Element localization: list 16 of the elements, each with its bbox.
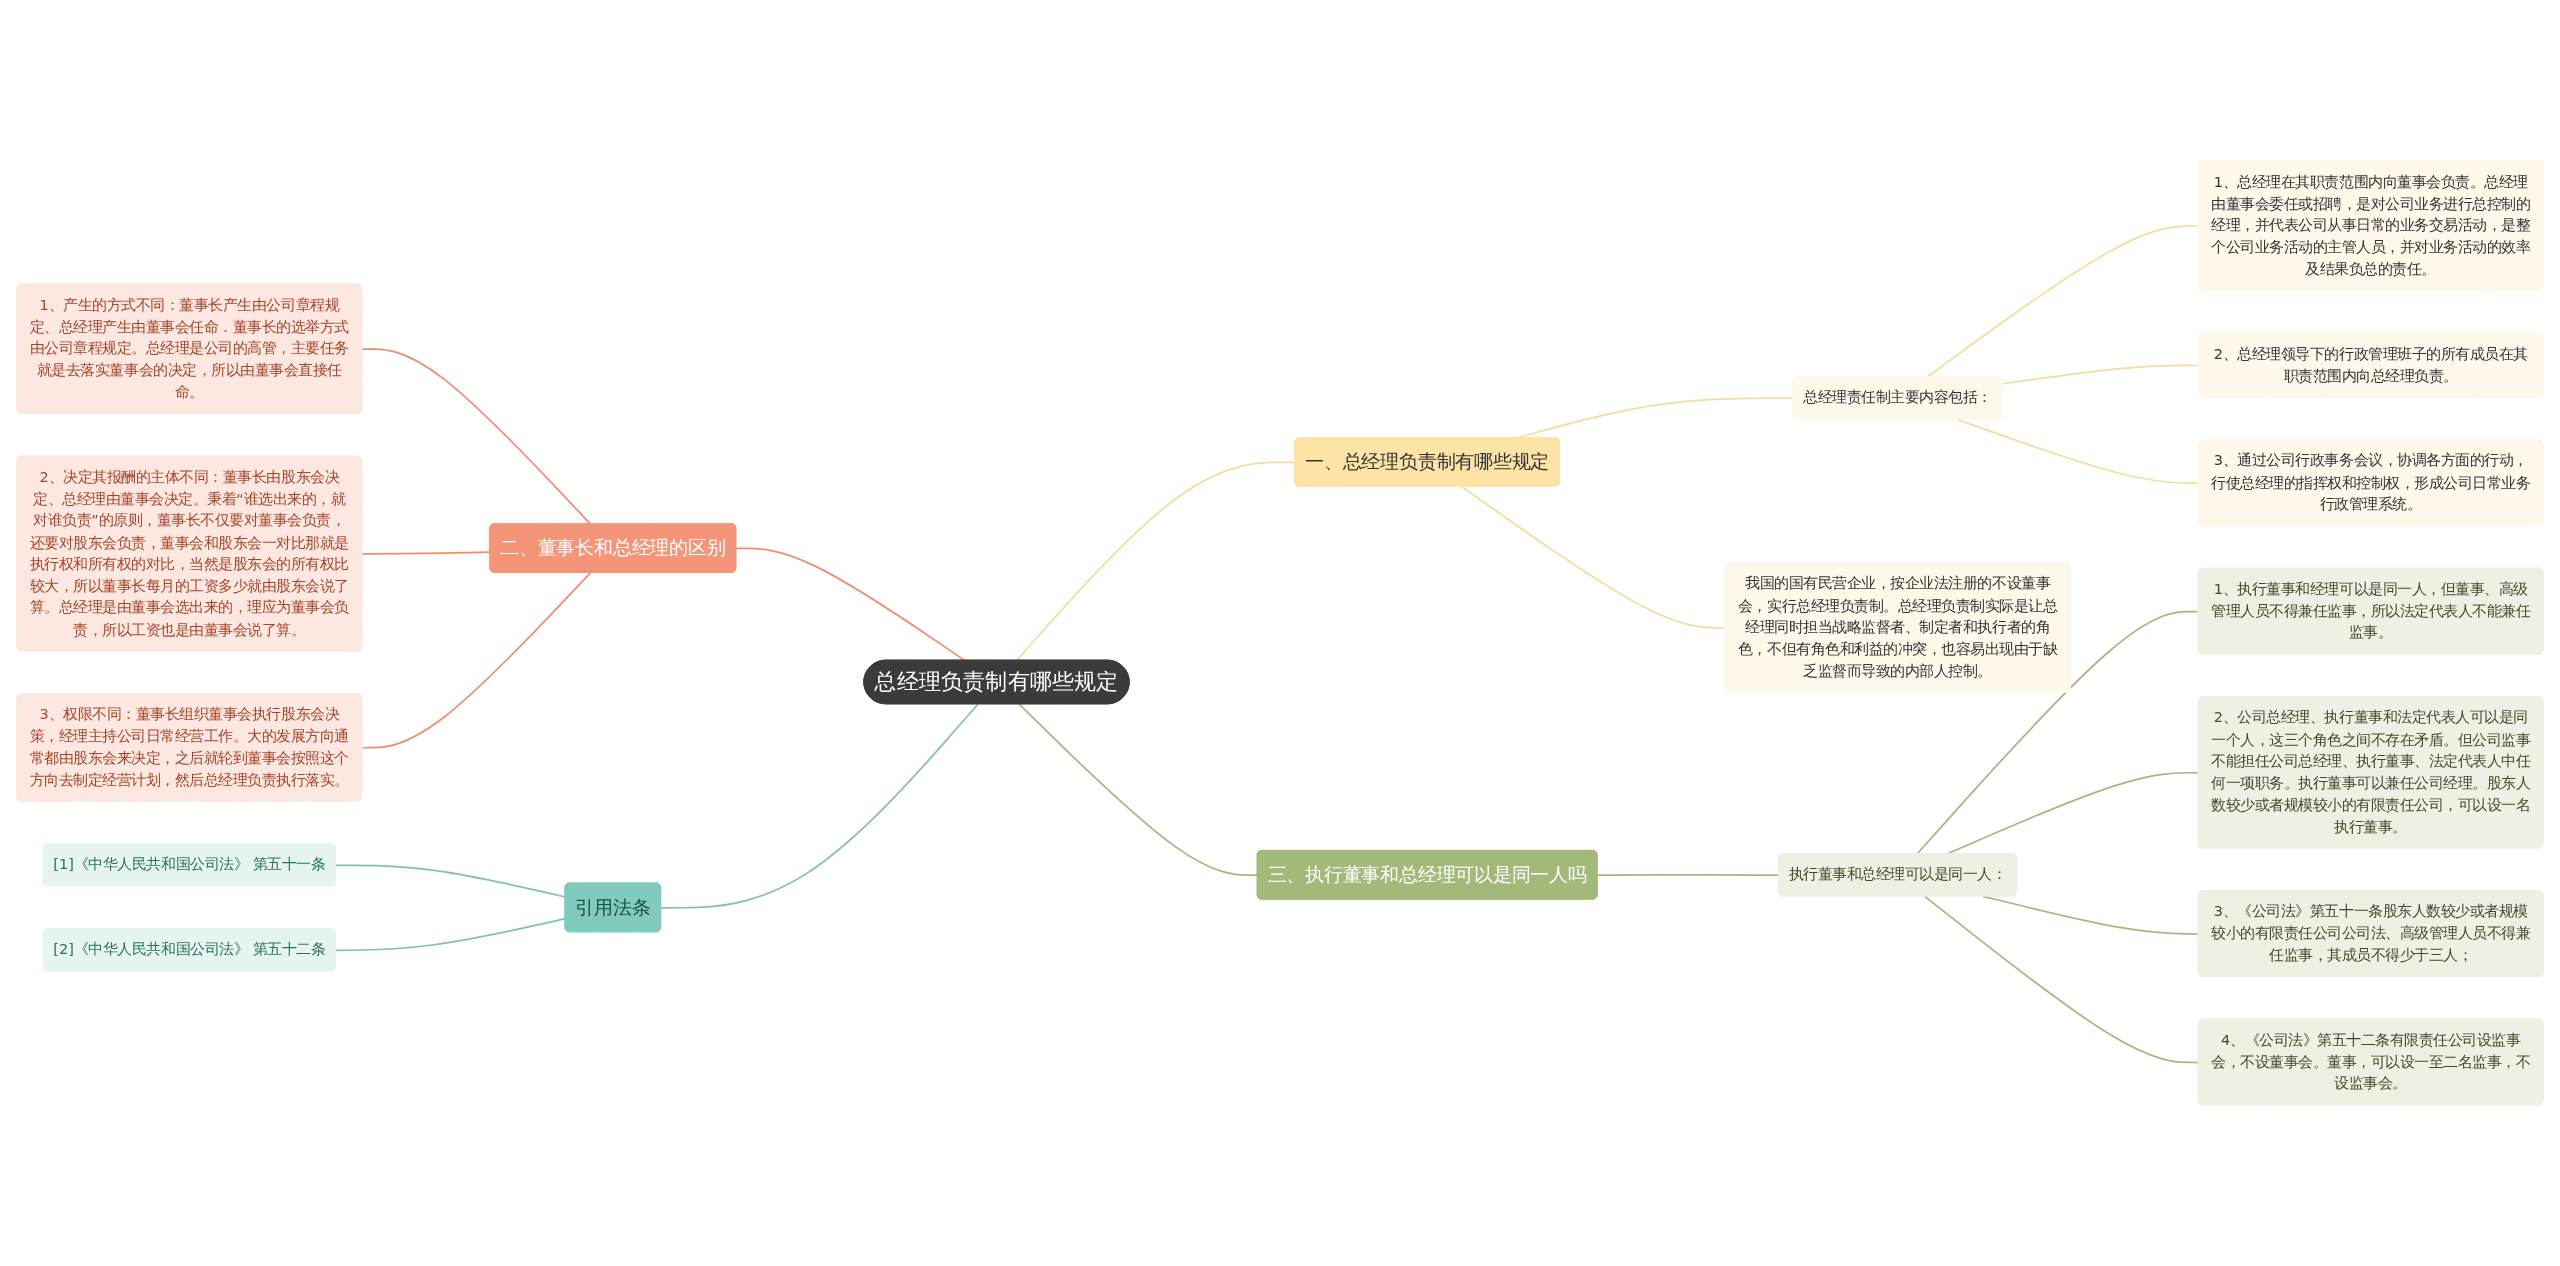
connector — [2001, 364, 2200, 385]
connector — [335, 917, 567, 952]
connector — [660, 703, 979, 909]
connector — [1926, 225, 2200, 378]
connector — [361, 571, 592, 749]
connector — [1923, 895, 2200, 1064]
connector — [1982, 895, 2200, 935]
connector — [361, 348, 592, 525]
connector — [735, 547, 966, 662]
connector — [335, 864, 567, 898]
connector — [1596, 874, 1780, 877]
connector — [1946, 771, 2200, 855]
connector — [1956, 418, 2200, 484]
connector — [1916, 610, 2200, 855]
connector — [1461, 485, 1727, 629]
connector — [1018, 703, 1259, 877]
